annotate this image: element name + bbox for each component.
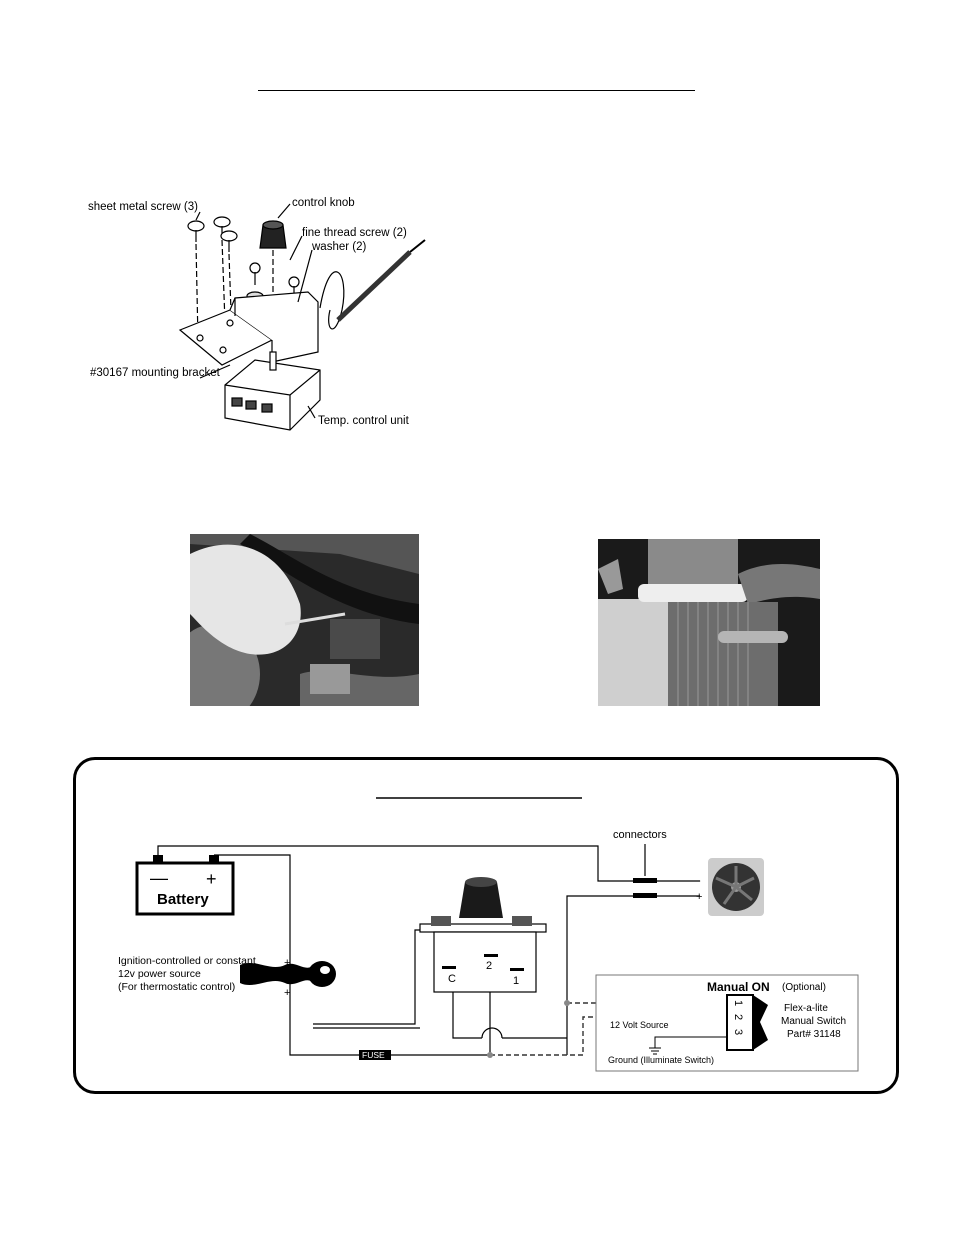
sheet-metal-screw-icon	[187, 220, 205, 242]
control-knob-icon	[259, 220, 287, 249]
mounting-bracket-icon	[178, 291, 319, 366]
label-temp-control-unit: Temp. control unit	[318, 415, 410, 427]
label-fine-thread-screw: fine thread screw (2)	[302, 227, 407, 239]
label-control-knob: control knob	[292, 197, 355, 209]
sheet-metal-screw-icon	[220, 230, 238, 252]
fine-thread-screw-icon	[249, 262, 261, 285]
label-washer: washer (2)	[311, 241, 366, 253]
sheet-metal-screw-icon	[213, 216, 231, 238]
temp-control-unit-icon	[224, 351, 321, 431]
label-sheet-metal-screw: sheet metal screw (3)	[88, 201, 198, 213]
wiring-diagram-panel	[73, 757, 899, 1094]
exploded-view-diagram: sheet metal screw (3) control knob fine …	[88, 197, 426, 431]
install-photo-radiator	[598, 539, 820, 706]
title-underline	[258, 90, 695, 91]
install-photo-probe	[190, 534, 419, 706]
label-mounting-bracket: #30167 mounting bracket	[90, 367, 221, 379]
